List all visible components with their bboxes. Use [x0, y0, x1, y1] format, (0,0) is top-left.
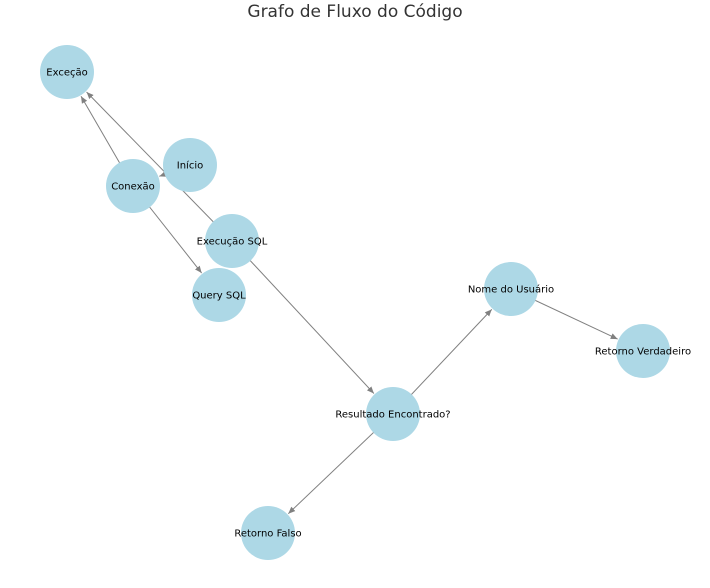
- node-label-execucao: Execução SQL: [197, 237, 268, 248]
- node-label-inicio: Início: [177, 160, 203, 172]
- node-circle-resultado: [366, 387, 420, 441]
- node-circle-excecao: [40, 45, 94, 99]
- node-label-query: Query SQL: [192, 291, 246, 302]
- node-verdadeiro: Retorno Verdadeiro: [595, 324, 691, 378]
- node-label-nome: Nome do Usuário: [468, 284, 554, 296]
- node-label-verdadeiro: Retorno Verdadeiro: [595, 347, 691, 358]
- node-nome: Nome do Usuário: [468, 262, 554, 316]
- edge-execucao-to-resultado: [231, 240, 375, 394]
- node-circle-query: [192, 268, 246, 322]
- node-execucao: Execução SQL: [197, 214, 268, 268]
- node-label-conexao: Conexão: [111, 182, 155, 193]
- node-circle-falso: [241, 506, 295, 560]
- node-query: Query SQL: [192, 268, 246, 322]
- node-falso: Retorno Falso: [234, 506, 302, 560]
- edge-execucao-to-excecao: [86, 91, 233, 242]
- node-resultado: Resultado Encontrado?: [335, 387, 451, 441]
- node-label-excecao: Exceção: [46, 68, 87, 79]
- node-label-falso: Retorno Falso: [234, 529, 301, 540]
- node-circle-nome: [484, 262, 538, 316]
- diagram-title: Grafo de Fluxo do Código: [247, 2, 463, 22]
- node-excecao: Exceção: [40, 45, 94, 99]
- node-circle-verdadeiro: [616, 324, 670, 378]
- node-circle-execucao: [205, 214, 259, 268]
- node-inicio: Início: [163, 138, 217, 192]
- node-label-resultado: Resultado Encontrado?: [335, 410, 450, 421]
- node-conexao: Conexão: [106, 159, 160, 213]
- edges-layer: [80, 91, 618, 515]
- node-circle-inicio: [163, 138, 217, 192]
- node-circle-conexao: [106, 159, 160, 213]
